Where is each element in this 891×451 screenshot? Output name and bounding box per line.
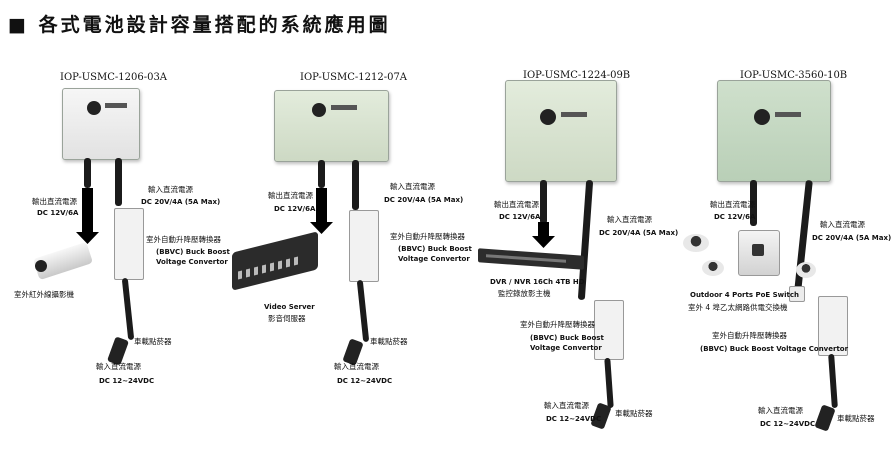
input-label-cn: 輸入直流電源: [390, 182, 435, 191]
converter-unit: [818, 296, 848, 356]
lighter-label-cn: 車載點菸器: [837, 414, 875, 423]
dome-camera-icon: [683, 234, 709, 252]
camera-icon: [789, 286, 805, 302]
output-cable: [540, 180, 547, 224]
dc-input-label-cn: 輸入直流電源: [96, 362, 141, 371]
output-spec: DC 12V/6A: [714, 213, 756, 221]
output-label-cn: 輸出直流電源: [32, 197, 77, 206]
input-spec: DC 20V/4A (5A Max): [141, 198, 221, 206]
input-spec: DC 20V/4A (5A Max): [812, 234, 891, 242]
battery-box: [274, 90, 389, 162]
dvr-nvr-icon: [478, 248, 588, 272]
converter-label-en: (BBVC) Buck Boost Voltage Convertor: [700, 345, 849, 353]
input-label-cn: 輸入直流電源: [607, 215, 652, 224]
output-cable: [318, 160, 325, 188]
battery-box: [62, 88, 140, 160]
dc-input-spec: DC 12~24VDC: [546, 415, 602, 423]
dc-input-label-cn: 輸入直流電源: [758, 406, 803, 415]
device-label-en: DVR / NVR 16Ch 4TB HD: [490, 278, 585, 286]
dc-input-spec: DC 12~24VDC: [99, 377, 155, 385]
poe-switch-icon: [728, 224, 788, 282]
dome-camera-icon: [702, 260, 724, 276]
converter-label-cn: 室外自動升降壓轉換器: [146, 235, 221, 244]
input-label-cn: 輸入直流電源: [820, 220, 865, 229]
device-label-cn: 監控錄放影主機: [498, 289, 551, 298]
output-spec: DC 12V/6A: [499, 213, 541, 221]
device-label-cn: 室外紅外線攝影機: [14, 290, 74, 299]
status-leds-icon: [105, 103, 127, 108]
brand-logo-icon: [312, 103, 326, 117]
output-label-cn: 輸出直流電源: [710, 200, 755, 209]
output-cable: [750, 180, 757, 226]
model-name: IOP-USMC-1206-03A: [60, 72, 168, 83]
output-spec: DC 12V/6A: [37, 209, 79, 217]
device-label-en: Video Server: [264, 303, 315, 311]
converter-label-en-2: Voltage Convertor: [398, 255, 470, 263]
battery-box: [505, 80, 617, 182]
dc-input-label-cn: 輸入直流電源: [334, 362, 379, 371]
lighter-label-cn: 車載點菸器: [615, 409, 653, 418]
brand-logo-icon: [540, 109, 556, 125]
model-name: IOP-USMC-1224-09B: [523, 70, 631, 81]
dc-input-spec: DC 12~24VDC: [760, 420, 816, 428]
converter-label-cn: 室外自動升降壓轉換器: [520, 320, 595, 329]
ir-camera-icon: [32, 241, 95, 281]
status-leds-icon: [331, 105, 357, 110]
dc-input-label-cn: 輸入直流電源: [544, 401, 589, 410]
converter-label-cn: 室外自動升降壓轉換器: [712, 331, 787, 340]
converter-label-en-1: (BBVC) Buck Boost: [530, 334, 604, 342]
converter-label-en-1: (BBVC) Buck Boost: [398, 245, 472, 253]
output-cable: [84, 158, 91, 188]
lighter-label-cn: 車載點菸器: [370, 337, 408, 346]
model-name: IOP-USMC-3560-10B: [740, 70, 848, 81]
status-leds-icon: [561, 112, 587, 117]
status-leds-icon: [775, 112, 801, 117]
input-spec: DC 20V/4A (5A Max): [599, 229, 679, 237]
dc-input-spec: DC 12~24VDC: [337, 377, 393, 385]
device-label-en: Outdoor 4 Ports PoE Switch: [690, 291, 799, 299]
converter-unit: [114, 208, 144, 280]
output-spec: DC 12V/6A: [274, 205, 316, 213]
page-title: ■ 各式電池設計容量搭配的系統應用圖: [8, 14, 391, 36]
dome-camera-icon: [796, 262, 816, 278]
output-label-cn: 輸出直流電源: [494, 200, 539, 209]
converter-label-en-1: (BBVC) Buck Boost: [156, 248, 230, 256]
device-label-cn: 影音伺服器: [268, 314, 306, 323]
brand-logo-icon: [754, 109, 770, 125]
lighter-label-cn: 車載點菸器: [134, 337, 172, 346]
input-cable: [352, 160, 359, 210]
converter-label-en-2: Voltage Convertor: [156, 258, 228, 266]
model-name: IOP-USMC-1212-07A: [300, 72, 408, 83]
input-spec: DC 20V/4A (5A Max): [384, 196, 464, 204]
device-label-cn: 室外 4 埠乙太網路供電交換機: [688, 303, 788, 312]
converter-unit: [349, 210, 379, 282]
converter-label-en-2: Voltage Convertor: [530, 344, 602, 352]
brand-logo-icon: [87, 101, 101, 115]
input-label-cn: 輸入直流電源: [148, 185, 193, 194]
output-label-cn: 輸出直流電源: [268, 191, 313, 200]
converter-label-cn: 室外自動升降壓轉換器: [390, 232, 465, 241]
battery-box: [717, 80, 831, 182]
input-cable: [115, 158, 122, 206]
